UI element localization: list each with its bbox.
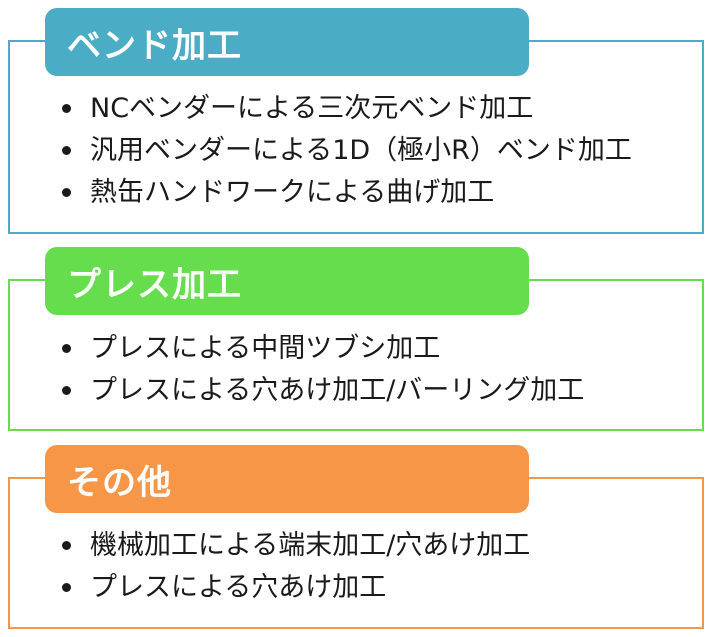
list-item: プレスによる中間ツブシ加工 (62, 328, 584, 370)
section-other-list: 機械加工による端末加工/穴あけ加工 プレスによる穴あけ加工 (62, 525, 530, 609)
section-bend-title: ベンド加工 (67, 25, 242, 66)
list-item-text: プレスによる穴あけ加工/バーリング加工 (90, 375, 585, 406)
list-item-text: プレスによる中間ツブシ加工 (90, 333, 441, 364)
section-bend-header: ベンド加工 (45, 8, 529, 76)
list-item-text: 熱缶ハンドワークによる曲げ加工 (90, 177, 495, 208)
bullet-icon (62, 583, 71, 592)
bullet-icon (62, 188, 71, 197)
section-other-title: その他 (67, 462, 172, 503)
section-other-header: その他 (45, 445, 529, 513)
section-press-header: プレス加工 (45, 247, 529, 315)
list-item: 熱缶ハンドワークによる曲げ加工 (62, 172, 632, 214)
section-bend-list: NCベンダーによる三次元ベンド加工 汎用ベンダーによる1D（極小R）ベンド加工 … (62, 88, 632, 214)
section-press-list: プレスによる中間ツブシ加工 プレスによる穴あけ加工/バーリング加工 (62, 328, 584, 412)
bullet-icon (62, 104, 71, 113)
list-item: NCベンダーによる三次元ベンド加工 (62, 88, 632, 130)
bullet-icon (62, 386, 71, 395)
bullet-icon (62, 344, 71, 353)
section-press-title: プレス加工 (67, 264, 242, 305)
list-item: 汎用ベンダーによる1D（極小R）ベンド加工 (62, 130, 632, 172)
list-item-text: 機械加工による端末加工/穴あけ加工 (90, 530, 531, 561)
list-item: 機械加工による端末加工/穴あけ加工 (62, 525, 530, 567)
list-item: プレスによる穴あけ加工 (62, 567, 530, 609)
bullet-icon (62, 146, 71, 155)
bullet-icon (62, 541, 71, 550)
list-item-text: プレスによる穴あけ加工 (90, 572, 387, 603)
list-item-text: NCベンダーによる三次元ベンド加工 (90, 93, 534, 124)
list-item-text: 汎用ベンダーによる1D（極小R）ベンド加工 (90, 135, 632, 166)
list-item: プレスによる穴あけ加工/バーリング加工 (62, 370, 584, 412)
